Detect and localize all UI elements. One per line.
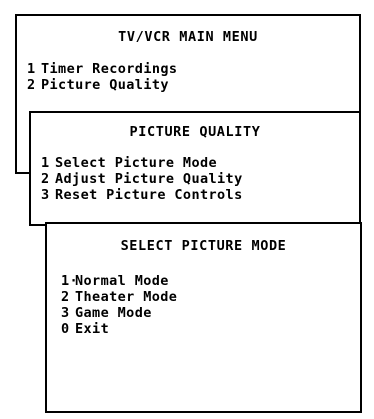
main-menu-list: 1 Timer Recordings 2 Picture Quality xyxy=(27,61,177,93)
menu-item-game-mode[interactable]: 3 Game Mode xyxy=(61,305,177,321)
menu-item-exit[interactable]: 0 Exit xyxy=(61,321,177,337)
menu-item-number: 0 xyxy=(61,321,70,337)
select-picture-mode-list: 1·Normal Mode 2 Theater Mode 3 Game Mode 0… xyxy=(61,273,177,337)
menu-item-label: Reset Picture Controls xyxy=(55,187,243,203)
menu-item-label: Select Picture Mode xyxy=(55,155,218,171)
menu-item-select-picture-mode[interactable]: 1 Select Picture Mode xyxy=(41,155,243,171)
menu-item-number: 1 xyxy=(41,155,50,171)
select-picture-mode-title: SELECT PICTURE MODE xyxy=(120,238,287,254)
menu-item-label: Picture Quality xyxy=(41,77,169,93)
menu-item-label: Theater Mode xyxy=(75,289,178,305)
select-picture-mode-panel: SELECT PICTURE MODE 1·Normal Mode 2 Theat… xyxy=(45,222,362,413)
menu-item-label: Adjust Picture Quality xyxy=(55,171,243,187)
menu-item-number: 1· xyxy=(61,273,79,289)
menu-item-picture-quality[interactable]: 2 Picture Quality xyxy=(27,77,177,93)
menu-item-number: 2 xyxy=(41,171,50,187)
menu-item-number: 2 xyxy=(61,289,70,305)
menu-item-timer-recordings[interactable]: 1 Timer Recordings xyxy=(27,61,177,77)
menu-item-number: 1 xyxy=(27,61,36,77)
menu-item-label: Game Mode xyxy=(75,305,152,321)
picture-quality-title: PICTURE QUALITY xyxy=(129,124,261,140)
menu-item-number: 3 xyxy=(61,305,70,321)
menu-item-normal-mode[interactable]: 1·Normal Mode xyxy=(61,273,177,289)
menu-item-label: Normal Mode xyxy=(75,273,169,289)
main-menu-title: TV/VCR MAIN MENU xyxy=(118,29,258,45)
menu-item-label: Timer Recordings xyxy=(41,61,178,77)
menu-item-theater-mode[interactable]: 2 Theater Mode xyxy=(61,289,177,305)
menu-item-label: Exit xyxy=(75,321,110,337)
menu-item-number: 3 xyxy=(41,187,50,203)
menu-item-number: 2 xyxy=(27,77,36,93)
menu-item-reset-picture-controls[interactable]: 3 Reset Picture Controls xyxy=(41,187,243,203)
menu-item-adjust-picture-quality[interactable]: 2 Adjust Picture Quality xyxy=(41,171,243,187)
picture-quality-list: 1 Select Picture Mode 2 Adjust Picture Qua… xyxy=(41,155,243,203)
picture-quality-panel: PICTURE QUALITY 1 Select Picture Mode 2 Ad… xyxy=(29,111,361,226)
